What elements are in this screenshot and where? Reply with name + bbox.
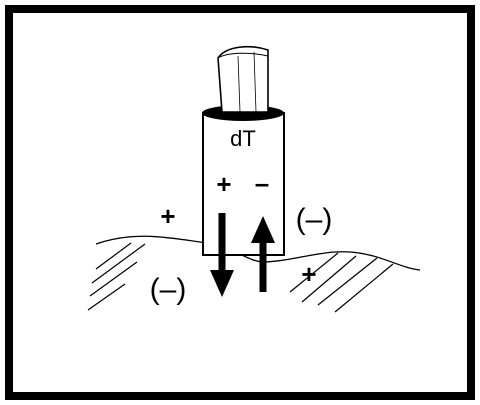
up-arrow-icon [251, 216, 275, 292]
tube-sign-right: – [255, 168, 269, 198]
tube-label: dT [230, 126, 256, 151]
outer-frame [5, 5, 475, 400]
cable-top-edge [217, 52, 269, 59]
cable-texture [237, 51, 257, 113]
ground-hatching-left [87, 242, 146, 311]
down-arrow-icon [210, 213, 234, 297]
ground-hatching-right [289, 252, 394, 313]
outer-sign-upper-left: + [160, 201, 175, 231]
cable [217, 45, 269, 113]
tube-sign-left: + [216, 169, 231, 199]
paren-sign-lower-left: (–) [150, 273, 187, 306]
paren-sign-upper-right: (–) [296, 203, 333, 236]
outer-sign-lower-right: + [301, 259, 316, 289]
